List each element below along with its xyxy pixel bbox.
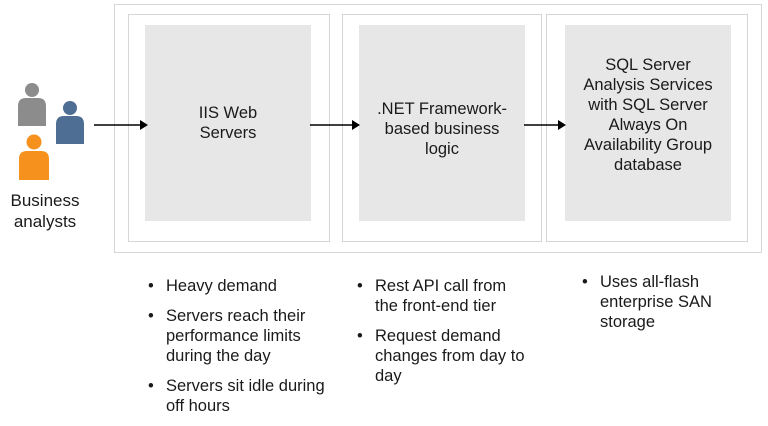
tier-web: IIS Web Servers xyxy=(128,14,330,242)
note-item: Servers reach their performance limits d… xyxy=(144,306,334,366)
person-gray-icon xyxy=(18,83,46,126)
arrow-logic-to-data xyxy=(524,120,566,130)
tier-data-label: SQL Server Analysis Services with SQL Se… xyxy=(583,56,713,174)
arrow-web-to-logic xyxy=(310,120,360,130)
tier-logic-label: .NET Framework-based business logic xyxy=(377,100,507,158)
note-item: Uses all-flash enterprise SAN storage xyxy=(578,272,748,332)
note-item: Rest API call from the front-end tier xyxy=(353,276,533,316)
tier-data-box: SQL Server Analysis Services with SQL Se… xyxy=(565,25,731,221)
note-item: Servers sit idle during off hours xyxy=(144,376,334,416)
tier-logic-box: .NET Framework-based business logic xyxy=(359,25,525,221)
caption-line-2: analysts xyxy=(13,212,77,231)
note-item: Heavy demand xyxy=(144,276,334,296)
arrow-users-to-web xyxy=(94,120,148,130)
caption-line-1: Business xyxy=(10,191,80,210)
tier-web-box: IIS Web Servers xyxy=(145,25,311,221)
tier-web-label: IIS Web Servers xyxy=(198,104,258,142)
notes-logic: Rest API call from the front-end tier Re… xyxy=(353,276,533,396)
notes-web: Heavy demand Servers reach their perform… xyxy=(144,276,334,426)
person-orange-icon xyxy=(19,134,49,180)
note-item: Request demand changes from day to day xyxy=(353,326,533,386)
actors-caption: Business analysts xyxy=(2,190,88,232)
person-blue-icon xyxy=(56,101,84,144)
business-analysts-icon xyxy=(18,83,84,180)
notes-data: Uses all-flash enterprise SAN storage xyxy=(578,272,748,342)
tier-data: SQL Server Analysis Services with SQL Se… xyxy=(546,14,748,242)
system-boundary xyxy=(114,4,762,253)
tier-logic: .NET Framework-based business logic xyxy=(342,14,542,242)
